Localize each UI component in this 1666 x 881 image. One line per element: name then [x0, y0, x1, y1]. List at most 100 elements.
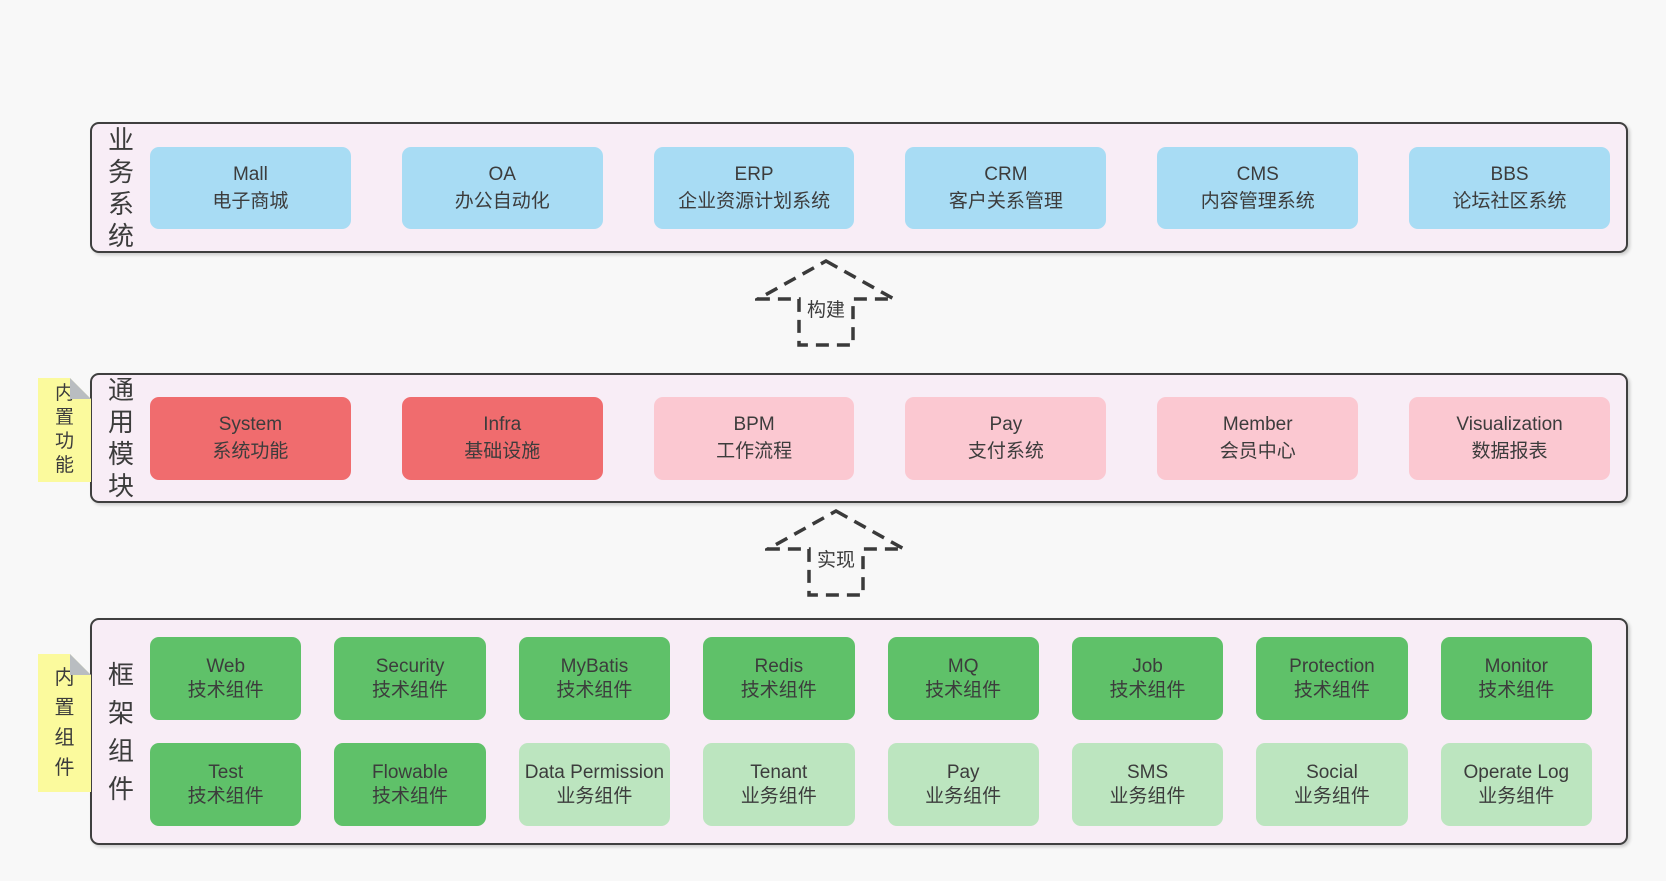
- sticky-note-text: 内置组件: [54, 667, 75, 779]
- box-name: Web: [206, 655, 246, 677]
- box-name: Flowable: [372, 761, 449, 783]
- box-desc: 支付系统: [967, 441, 1044, 462]
- folded-corner-icon: [70, 654, 91, 675]
- box-desc: 技术组件: [372, 679, 449, 701]
- box-security: Security 技术组件: [334, 637, 486, 720]
- box-name: OA: [488, 163, 516, 185]
- box-name: CRM: [984, 163, 1028, 185]
- sticky-note-builtin-features: 内置功能: [38, 378, 91, 482]
- band-business-systems: 业务系统 Mall 电子商城 OA 办公自动化 ERP 企业资源计划系统 CRM…: [90, 122, 1628, 253]
- box-desc: 技术组件: [187, 679, 264, 701]
- box-member: Member 会员中心: [1157, 396, 1359, 480]
- box-pay-module: Pay 支付系统: [905, 396, 1107, 480]
- box-desc: 业务组件: [556, 785, 633, 807]
- box-desc: 技术组件: [187, 785, 264, 807]
- box-name: Infra: [483, 414, 522, 435]
- box-job: Job 技术组件: [1071, 637, 1224, 720]
- box-data-permission: Data Permission 业务组件: [518, 743, 671, 826]
- box-name: Test: [208, 761, 244, 783]
- box-name: BBS: [1490, 163, 1529, 185]
- up-arrow-icon: [755, 258, 897, 347]
- box-cms: CMS 内容管理系统: [1157, 146, 1359, 229]
- box-web: Web 技术组件: [150, 637, 302, 720]
- box-desc: 工作流程: [716, 441, 793, 462]
- box-desc: 电子商城: [212, 190, 289, 212]
- box-name: Pay: [989, 414, 1023, 435]
- band-framework-components: 框架组件 Web 技术组件 Security 技术组件 MyBatis 技术组件…: [90, 618, 1628, 845]
- box-name: CMS: [1236, 163, 1279, 185]
- box-redis: Redis 技术组件: [703, 637, 855, 720]
- box-desc: 内容管理系统: [1200, 190, 1315, 212]
- box-tenant: Tenant 业务组件: [703, 743, 855, 826]
- box-desc: 办公自动化: [454, 190, 550, 212]
- box-social: Social 业务组件: [1256, 743, 1408, 826]
- box-bbs: BBS 论坛社区系统: [1409, 146, 1610, 229]
- box-flowable: Flowable 技术组件: [334, 743, 486, 826]
- band-common-modules: 通用模块 System 系统功能 Infra 基础设施 BPM 工作流程 Pay…: [90, 373, 1628, 503]
- box-desc: 数据报表: [1471, 441, 1548, 462]
- sticky-note-text: 内置功能: [54, 383, 74, 476]
- box-operate-log: Operate Log 业务组件: [1440, 743, 1592, 826]
- box-name: BPM: [733, 414, 775, 435]
- box-name: ERP: [734, 163, 774, 185]
- box-name: Operate Log: [1463, 761, 1570, 783]
- framework-components-row-1: Web 技术组件 Security 技术组件 MyBatis 技术组件 Redi…: [150, 637, 1592, 720]
- box-desc: 企业资源计划系统: [678, 190, 831, 212]
- box-oa: OA 办公自动化: [401, 146, 603, 229]
- box-desc: 技术组件: [1109, 679, 1186, 701]
- build-arrow-label: 构建: [803, 295, 849, 322]
- box-pay-component: Pay 业务组件: [887, 743, 1039, 826]
- box-name: Member: [1222, 414, 1293, 435]
- box-crm: CRM 客户关系管理: [905, 146, 1107, 229]
- band-framework-components-label: 框架组件: [107, 659, 134, 804]
- band-common-modules-label: 通用模块: [107, 375, 134, 501]
- box-desc: 客户关系管理: [948, 190, 1063, 212]
- box-desc: 会员中心: [1219, 441, 1296, 462]
- framework-components-grid: Web 技术组件 Security 技术组件 MyBatis 技术组件 Redi…: [150, 637, 1592, 826]
- box-monitor: Monitor 技术组件: [1440, 637, 1592, 720]
- box-name: Tenant: [750, 761, 808, 783]
- box-name: Data Permission: [524, 761, 665, 783]
- box-protection: Protection 技术组件: [1256, 637, 1408, 720]
- box-desc: 论坛社区系统: [1452, 190, 1567, 212]
- box-name: MQ: [947, 655, 979, 677]
- box-desc: 技术组件: [740, 679, 817, 701]
- build-arrow: 构建: [755, 258, 897, 348]
- folded-corner-icon: [70, 378, 91, 399]
- box-name: Redis: [754, 655, 804, 677]
- sticky-note-builtin-components: 内置组件: [38, 654, 91, 792]
- box-desc: 技术组件: [1478, 679, 1555, 701]
- box-erp: ERP 企业资源计划系统: [653, 146, 855, 229]
- band-business-systems-label: 业务系统: [107, 124, 134, 251]
- box-name: SMS: [1126, 761, 1169, 783]
- box-name: Mall: [232, 163, 268, 185]
- box-desc: 业务组件: [925, 785, 1002, 807]
- common-modules-boxes: System 系统功能 Infra 基础设施 BPM 工作流程 Pay 支付系统…: [150, 396, 1610, 480]
- box-visualization: Visualization 数据报表: [1409, 396, 1610, 480]
- box-desc: 基础设施: [464, 441, 541, 462]
- business-systems-boxes: Mall 电子商城 OA 办公自动化 ERP 企业资源计划系统 CRM 客户关系…: [150, 146, 1610, 229]
- box-desc: 技术组件: [372, 785, 449, 807]
- box-desc: 业务组件: [1109, 785, 1186, 807]
- box-name: Security: [375, 655, 445, 677]
- box-mall: Mall 电子商城: [150, 146, 351, 229]
- box-desc: 技术组件: [925, 679, 1002, 701]
- box-sms: SMS 业务组件: [1071, 743, 1224, 826]
- box-name: Job: [1132, 655, 1163, 677]
- box-desc: 技术组件: [1293, 679, 1370, 701]
- framework-components-row-2: Test 技术组件 Flowable 技术组件 Data Permission …: [150, 743, 1592, 826]
- box-bpm: BPM 工作流程: [653, 396, 855, 480]
- box-desc: 技术组件: [556, 679, 633, 701]
- box-name: Protection: [1289, 655, 1375, 677]
- box-desc: 业务组件: [740, 785, 817, 807]
- box-name: Social: [1306, 761, 1358, 783]
- box-system: System 系统功能: [150, 396, 351, 480]
- implement-arrow: 实现: [765, 508, 907, 598]
- box-mq: MQ 技术组件: [887, 637, 1039, 720]
- box-name: Visualization: [1456, 414, 1563, 435]
- up-arrow-icon: [765, 508, 907, 597]
- box-desc: 业务组件: [1478, 785, 1555, 807]
- box-name: System: [218, 414, 283, 435]
- box-desc: 业务组件: [1293, 785, 1370, 807]
